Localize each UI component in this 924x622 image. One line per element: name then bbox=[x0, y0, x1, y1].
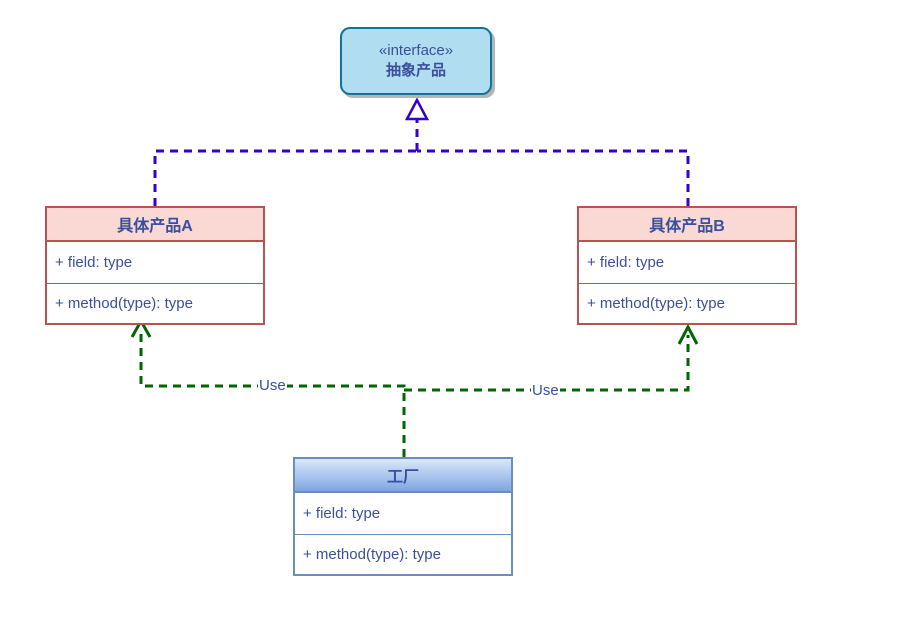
class-method: + method(type): type bbox=[303, 546, 441, 563]
realization-arrowhead bbox=[404, 97, 430, 121]
class-product-b[interactable]: 具体产品B + field: type + method(type): type bbox=[577, 206, 797, 325]
class-field: + field: type bbox=[47, 242, 263, 284]
dependency-b-label: Use bbox=[531, 382, 560, 399]
interface-stereotype: «interface» bbox=[378, 42, 454, 59]
realization-b-line bbox=[417, 149, 690, 206]
class-title: 具体产品A bbox=[47, 208, 263, 242]
dependency-b-line bbox=[404, 335, 690, 392]
class-product-a[interactable]: 具体产品A + field: type + method(type): type bbox=[45, 206, 265, 325]
class-method: + method(type): type bbox=[587, 295, 725, 312]
interface-name: 抽象产品 bbox=[385, 62, 446, 79]
class-field: + field: type bbox=[295, 493, 511, 535]
class-method: + method(type): type bbox=[55, 295, 193, 312]
dependency-b-arrowhead bbox=[677, 323, 699, 345]
realization-a-line bbox=[153, 149, 417, 206]
interface-abstract-product[interactable]: «interface» 抽象产品 bbox=[340, 27, 492, 95]
class-title: 工厂 bbox=[295, 459, 511, 493]
class-field: + field: type bbox=[579, 242, 795, 284]
class-title: 具体产品B bbox=[579, 208, 795, 242]
class-factory[interactable]: 工厂 + field: type + method(type): type bbox=[293, 457, 513, 576]
dependency-a-label: Use bbox=[258, 377, 287, 394]
